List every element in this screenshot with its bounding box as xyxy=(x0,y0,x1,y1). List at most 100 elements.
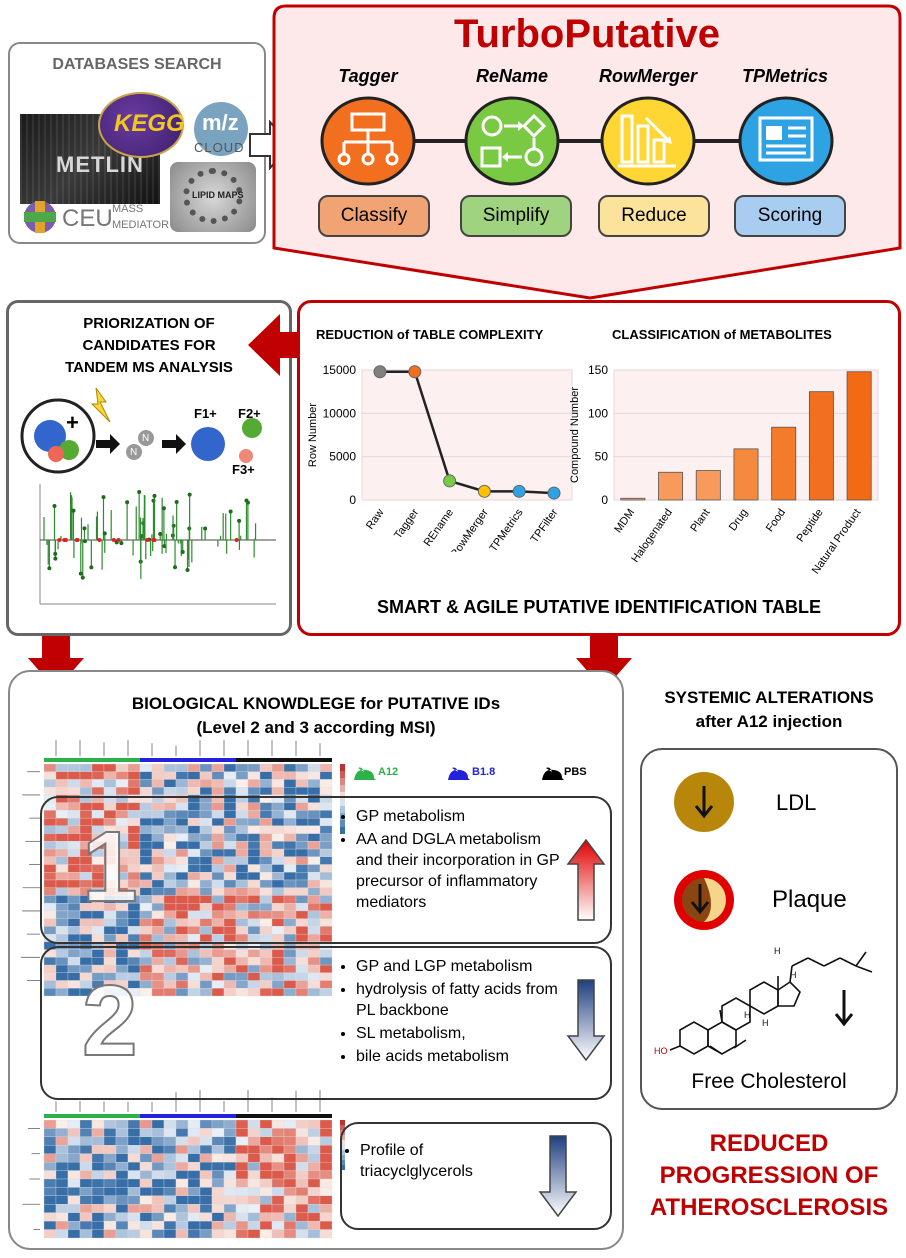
cluster-3-box: Profile of triacyclglycerols xyxy=(340,1122,612,1230)
document-icon xyxy=(738,96,834,186)
heatmap-1 xyxy=(20,740,345,997)
systemic-title-1: SYSTEMIC ALTERATIONS xyxy=(664,688,874,707)
line-ytick: 10000 xyxy=(323,406,357,420)
legend-pbs: PBS xyxy=(564,766,587,778)
h-label-4: H xyxy=(762,1018,769,1028)
line-ytick: 0 xyxy=(349,493,356,507)
box2-item-2: hydrolysis of fatty acids from PL backbo… xyxy=(356,979,568,1021)
bar xyxy=(658,471,684,501)
bar-xtick: Food xyxy=(764,507,788,534)
plaque-down-icon xyxy=(674,870,734,930)
reduction-to-priorization-arrow xyxy=(248,314,308,376)
classification-title: CLASSIFICATION of METABOLITES xyxy=(612,327,832,342)
down-arrow-right xyxy=(576,636,632,690)
bar-xtick: Drug xyxy=(727,507,751,533)
classify-label: Classify xyxy=(318,195,430,237)
h-label-3: H xyxy=(744,1010,751,1020)
systemic-panel: LDL Plaque HO H H H xyxy=(640,748,898,1110)
box1-item-1: GP metabolism xyxy=(356,806,568,827)
biology-title-2: (Level 2 and 3 according MSI) xyxy=(196,718,436,737)
kegg-logo: KEGG xyxy=(98,92,185,158)
tool-name-tagger: Tagger xyxy=(338,66,398,86)
smart-table-footer: SMART & AGILE PUTATIVE IDENTIFICATION TA… xyxy=(377,597,821,617)
turbo-title: TurboPutative xyxy=(454,12,720,56)
line-ytick: 5000 xyxy=(329,450,356,464)
priorization-title-2: CANDIDATES FOR xyxy=(82,337,216,354)
bar-xtick: Halogenated xyxy=(629,507,675,565)
up-arrow-red-icon xyxy=(566,838,606,921)
bar xyxy=(695,470,721,501)
line-xtick: Raw xyxy=(364,507,386,532)
bar-xtick: Peptide xyxy=(795,507,826,544)
ho-label: HO xyxy=(654,1046,668,1056)
shapes-arrows-icon xyxy=(464,96,560,186)
ceu-cross-icon xyxy=(24,201,56,233)
bar xyxy=(771,426,797,501)
ldl-label: LDL xyxy=(776,790,817,815)
conclusion-line-2: PROGRESSION OF xyxy=(659,1162,879,1189)
legend-a12: A12 xyxy=(378,766,399,778)
box2-item-4: bile acids metabolism xyxy=(356,1046,568,1067)
bar xyxy=(808,391,834,501)
line-point xyxy=(443,474,457,488)
bar xyxy=(846,371,872,501)
plaque-label: Plaque xyxy=(772,886,847,913)
bar-ytick: 100 xyxy=(588,406,608,420)
line-xtick: TPMetrics xyxy=(487,506,526,552)
box2-item-3: SL metabolism, xyxy=(356,1023,568,1044)
biology-title-1: BIOLOGICAL KNOWDLEGE for PUTATIVE IDs xyxy=(131,694,501,713)
mouse-pbs-icon xyxy=(542,767,564,780)
tool-name-rename: ReName xyxy=(475,66,549,86)
lipid-maps-logo: LIPID MAPS xyxy=(170,162,256,232)
tool-name-rowmerger: RowMerger xyxy=(598,66,697,86)
line-ytick: 15000 xyxy=(323,363,357,377)
line-point xyxy=(547,486,561,500)
hierarchy-icon xyxy=(320,96,416,186)
msms-spectrum-image xyxy=(18,478,282,618)
ceu-logo: CEU MASS MEDIATOR xyxy=(22,199,172,239)
bar-ylabel: Compound Number xyxy=(569,387,581,483)
line-point xyxy=(477,484,491,498)
cluster-2-number: 2 xyxy=(81,965,139,1077)
bar-reduce-icon xyxy=(600,96,696,186)
line-point xyxy=(512,484,526,498)
conclusion-line-3: ATHEROSCLEROSIS xyxy=(649,1194,889,1221)
databases-title: DATABASES SEARCH xyxy=(52,56,222,73)
bar xyxy=(620,497,646,501)
h-label-2: H xyxy=(790,970,797,980)
priorization-title-1: PRIORIZATION OF xyxy=(83,315,215,332)
tool-name-tpmetrics: TPMetrics xyxy=(741,66,829,86)
line-point xyxy=(373,365,387,379)
ldl-down-icon xyxy=(674,772,734,832)
bar-ytick: 0 xyxy=(601,493,608,507)
box2-item-1: GP and LGP metabolism xyxy=(356,956,568,977)
h-label-1: H xyxy=(774,946,781,956)
cluster-2-box: 2 GP and LGP metabolism hydrolysis of fa… xyxy=(40,946,612,1100)
box1-item-2: AA and DGLA metabolism and their incorpo… xyxy=(356,829,568,913)
fragmentation-scheme: + xyxy=(20,387,262,474)
legend-b18: B1.8 xyxy=(472,766,496,778)
bar xyxy=(733,448,759,501)
bar-ytick: 150 xyxy=(588,363,608,377)
heatmap-cell xyxy=(43,763,57,772)
cluster-1-number: 1 xyxy=(81,811,139,923)
f3-label: F3+ xyxy=(232,462,255,477)
mzcloud-logo: m/z CLOUD xyxy=(188,96,258,166)
mouse-a12-icon xyxy=(354,767,376,780)
heatmap-2 xyxy=(22,1090,345,1239)
down-arrow-left xyxy=(28,636,84,690)
group-legend: A12 B1.8 PBS xyxy=(350,762,620,784)
line-xtick: TPFilter xyxy=(529,507,561,546)
systemic-title-2: after A12 injection xyxy=(695,712,843,731)
down-arrow-blue-icon xyxy=(566,979,606,1062)
f2-label: F2+ xyxy=(238,406,261,421)
databases-panel: DATABASES SEARCH METLIN KEGG m/z CLOUD C… xyxy=(8,42,266,244)
bar-xtick: MDM xyxy=(612,507,637,535)
reduce-label: Reduce xyxy=(598,195,710,237)
cluster-1-box: 1 GP metabolism AA and DGLA metabolism a… xyxy=(40,796,612,944)
conclusion-line-1: REDUCED xyxy=(709,1130,829,1157)
n-label-1: N xyxy=(130,447,138,458)
reduction-title: REDUCTION of TABLE COMPLEXITY xyxy=(316,327,544,342)
